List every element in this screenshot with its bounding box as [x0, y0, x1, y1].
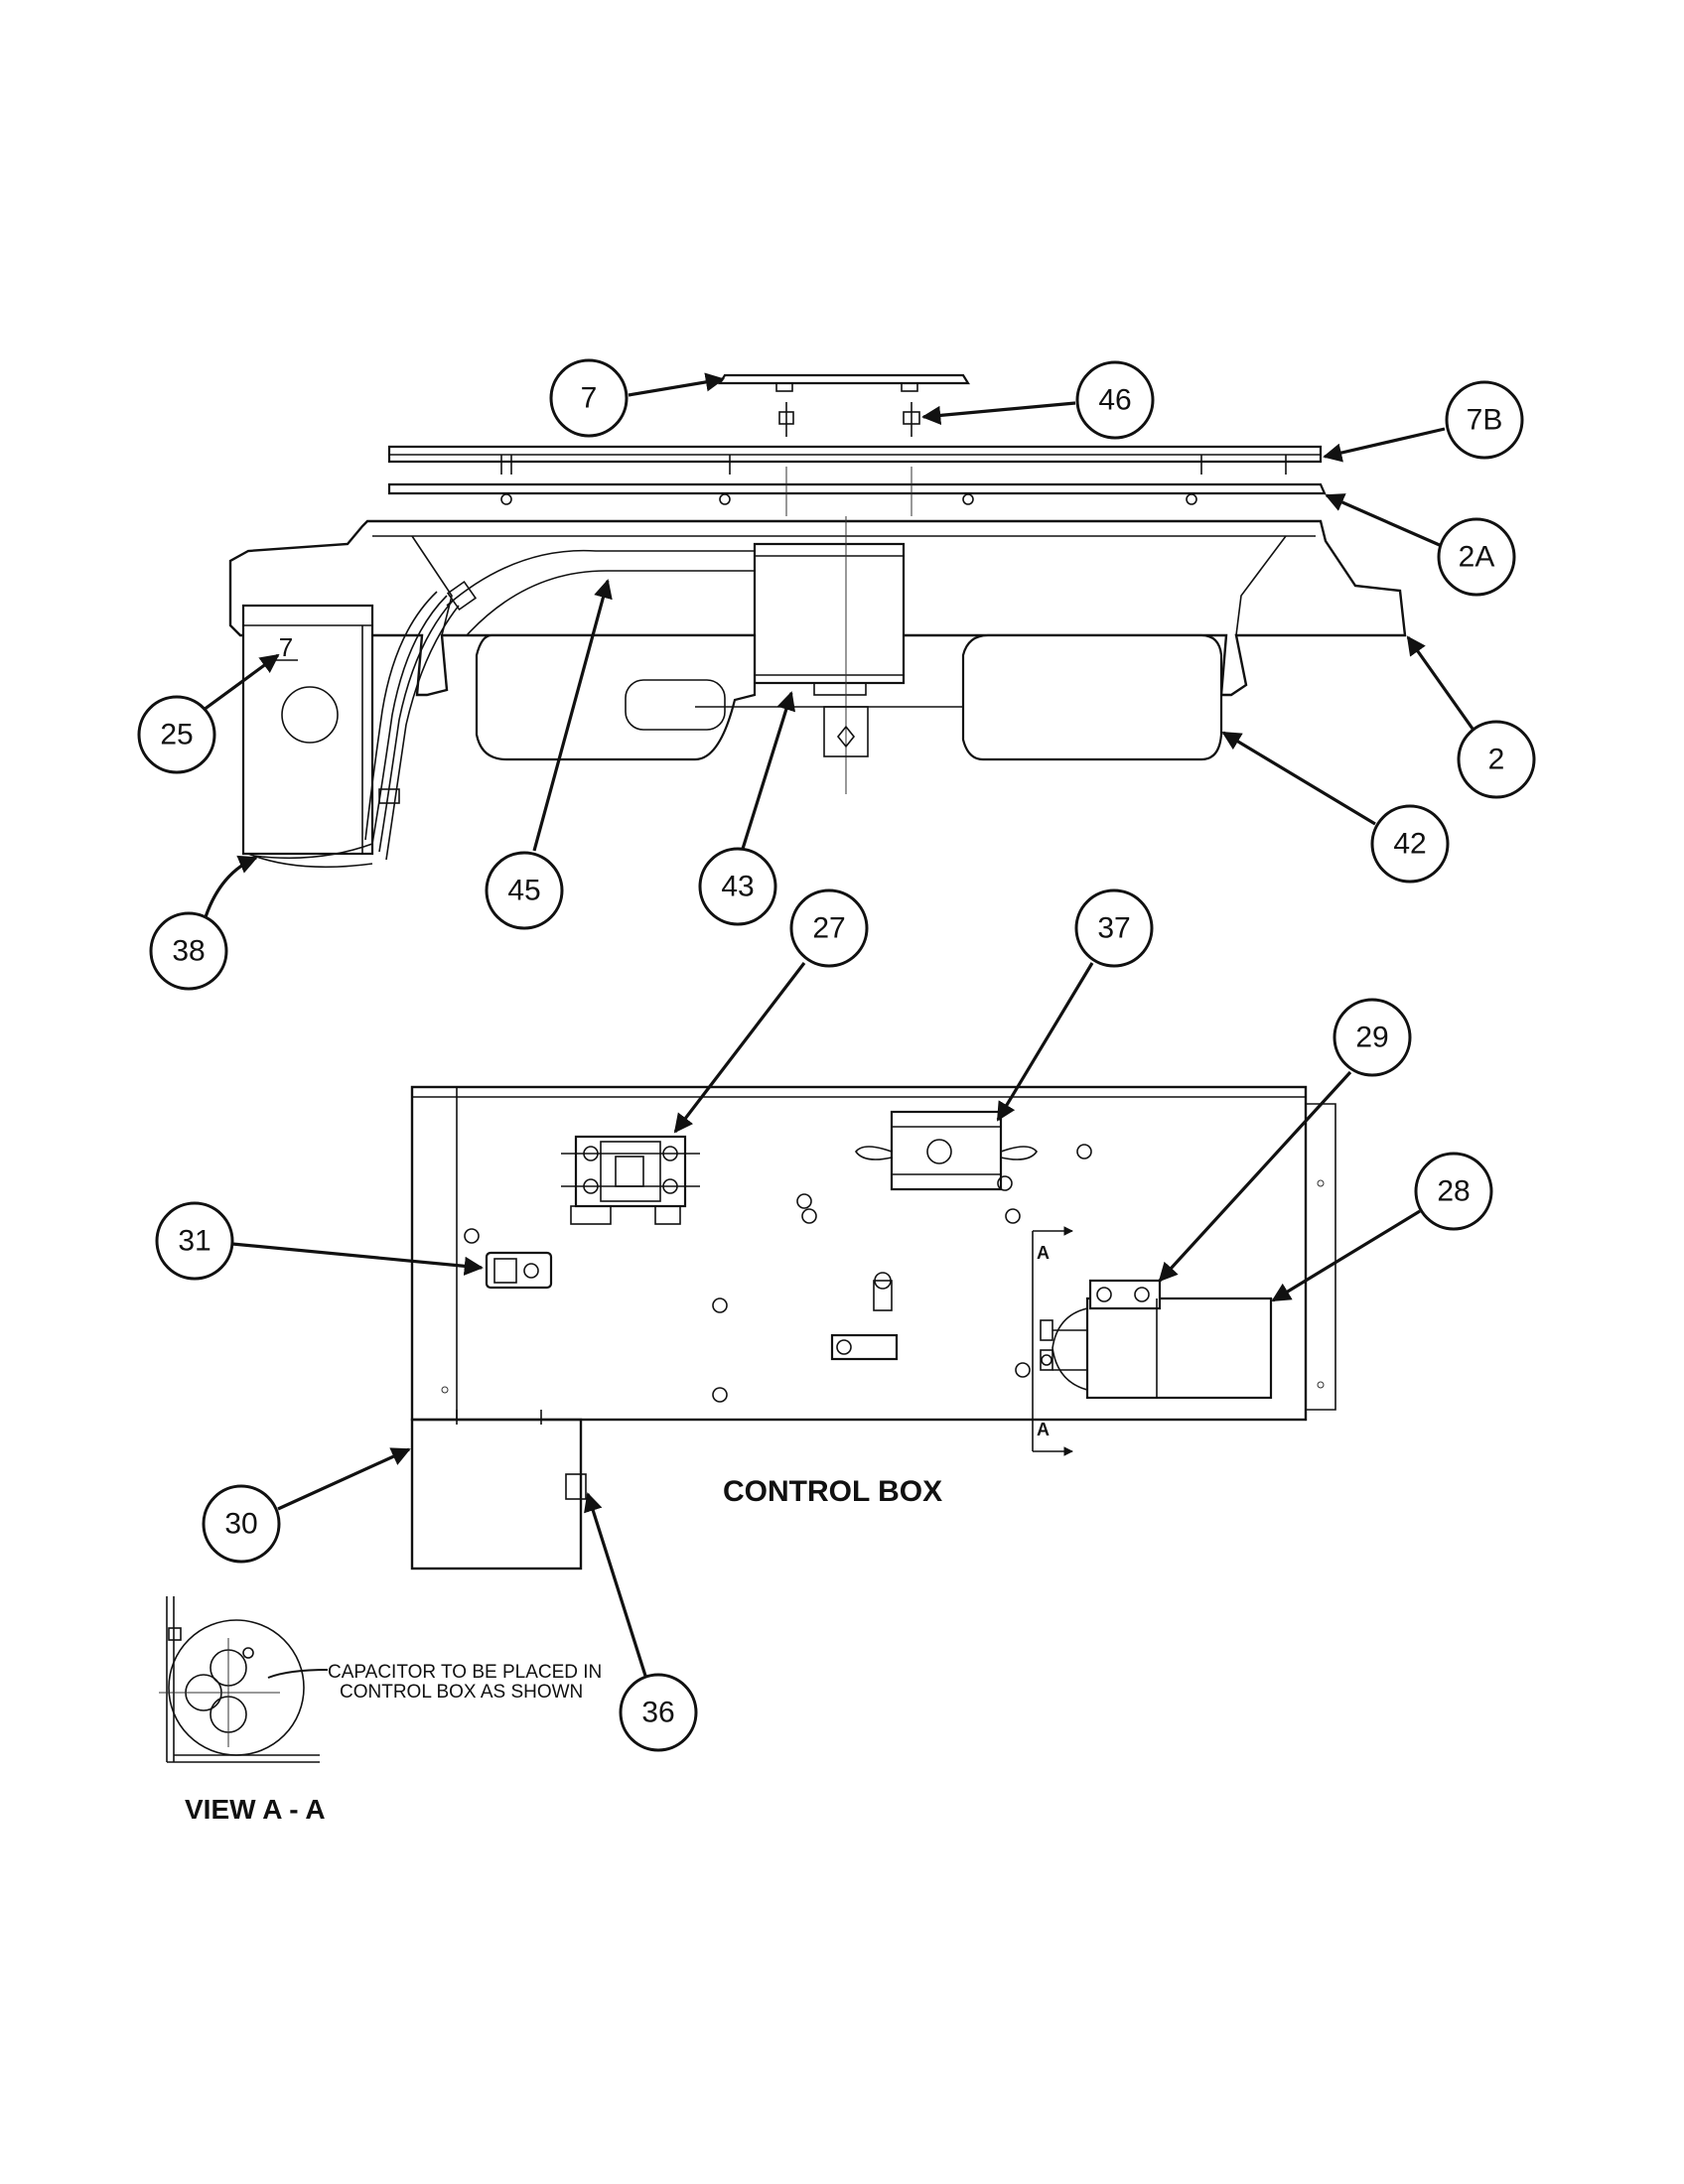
callout-7b: [1445, 380, 1524, 460]
callout-45: [485, 851, 564, 930]
callout-36-label: 36: [641, 1697, 674, 1729]
callout-7-label: 7: [581, 382, 598, 415]
junction-box: [241, 604, 374, 856]
clip-left: [775, 382, 793, 392]
control-box: A A CONTROL BOX: [410, 1085, 1336, 1570]
terminal-block: [485, 1251, 553, 1290]
callout-46-label: 46: [1098, 384, 1131, 417]
section-label-top: A: [1037, 1243, 1050, 1263]
ground-lug: [830, 1333, 899, 1361]
callouts: 7 46 7B 2A 2 25 45 43 42: [137, 358, 1536, 1752]
callout-36: [619, 1673, 698, 1752]
callout-31-label: 31: [178, 1225, 210, 1258]
callout-37: [1074, 888, 1154, 968]
callout-30: [202, 1484, 281, 1564]
capacitor: [1040, 1279, 1273, 1400]
top-assembly: 7: [228, 373, 1407, 869]
top-cover-plate: [718, 373, 970, 385]
callout-2a: [1437, 517, 1516, 597]
wire-harness: [252, 595, 448, 860]
callout-38: [149, 911, 228, 991]
callout-46: [1075, 360, 1155, 440]
callout-28: [1414, 1152, 1493, 1231]
callout-38-label: 38: [172, 935, 205, 968]
control-box-panel: [410, 1085, 1308, 1422]
callout-2a-label: 2A: [1459, 541, 1495, 574]
contactor: [561, 1135, 700, 1225]
callout-30-label: 30: [224, 1508, 257, 1541]
callout-27: [789, 888, 869, 968]
callout-2-label: 2: [1488, 744, 1505, 776]
callout-29-label: 29: [1355, 1022, 1388, 1054]
rail-2a: [387, 482, 1327, 495]
callout-43: [698, 847, 777, 926]
callout-25-label: 25: [160, 719, 193, 751]
clip-right: [901, 382, 918, 392]
blower-motor: [753, 542, 906, 685]
callout-7b-label: 7B: [1467, 404, 1503, 437]
section-marker: A A: [1032, 1226, 1073, 1456]
capacitor-note-line1: CAPACITOR TO BE PLACED IN: [328, 1662, 602, 1683]
callout-42-label: 42: [1393, 828, 1426, 861]
callout-28-label: 28: [1437, 1175, 1470, 1208]
knockout-hole: [281, 686, 339, 744]
callout-45-label: 45: [507, 875, 540, 907]
blower-wheel-left: [475, 633, 757, 761]
section-label-bottom: A: [1037, 1420, 1050, 1439]
callout-31: [155, 1201, 234, 1281]
capacitor-section: [168, 1619, 305, 1756]
junction-box-mark: 7: [279, 632, 293, 662]
callout-25: [137, 695, 216, 774]
view-aa-label: VIEW A - A: [185, 1794, 326, 1825]
relay: [855, 1110, 1038, 1191]
callout-2: [1457, 720, 1536, 799]
capacitor-note-line2: CONTROL BOX AS SHOWN: [340, 1682, 583, 1703]
callout-43-label: 43: [721, 871, 754, 903]
callout-29: [1333, 998, 1412, 1077]
callout-27-label: 27: [812, 912, 845, 945]
callout-7: [549, 358, 629, 438]
callout-42: [1370, 804, 1450, 884]
control-box-cover: [410, 1410, 587, 1570]
callout-37-label: 37: [1097, 912, 1130, 945]
control-box-label: CONTROL BOX: [723, 1475, 942, 1508]
view-aa: CAPACITOR TO BE PLACED IN CONTROL BOX AS…: [159, 1596, 602, 1825]
blower-wheel-right: [961, 633, 1223, 761]
